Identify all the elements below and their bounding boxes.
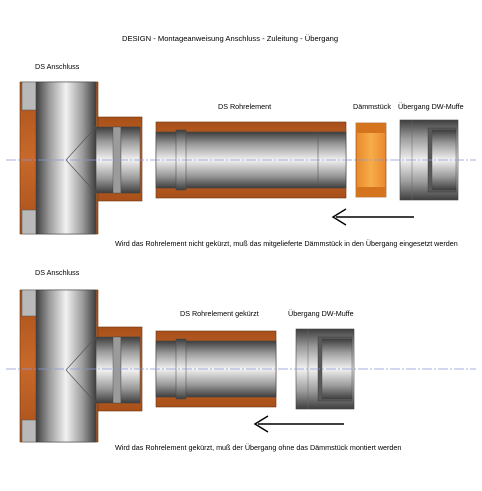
label-connection-2: DS Anschluss [35,268,80,277]
left-arrow-icon [331,208,414,226]
note-1: Wird das Rohrelement nicht gekürzt, muß … [115,239,458,248]
section-2-assembly [6,289,476,443]
label-pipe-2: DS Rohrelement gekürzt [180,309,259,318]
label-transition-2: Übergang DW-Muffe [288,309,354,318]
left-arrow-icon [253,415,344,433]
label-transition-1: Übergang DW-Muffe [398,102,464,111]
label-insulation-plug: Dämmstück [353,102,391,111]
tee-connection-1 [19,81,143,235]
note-2: Wird das Rohrelement gekürzt, muß der Üb… [115,443,402,452]
tee-connection-2 [19,289,143,443]
label-connection-1: DS Anschluss [35,62,80,71]
diagram-title: DESIGN - Montageanweisung Anschluss - Zu… [122,34,339,43]
label-pipe-1: DS Rohrelement [218,102,272,111]
section-1-assembly [6,81,476,235]
